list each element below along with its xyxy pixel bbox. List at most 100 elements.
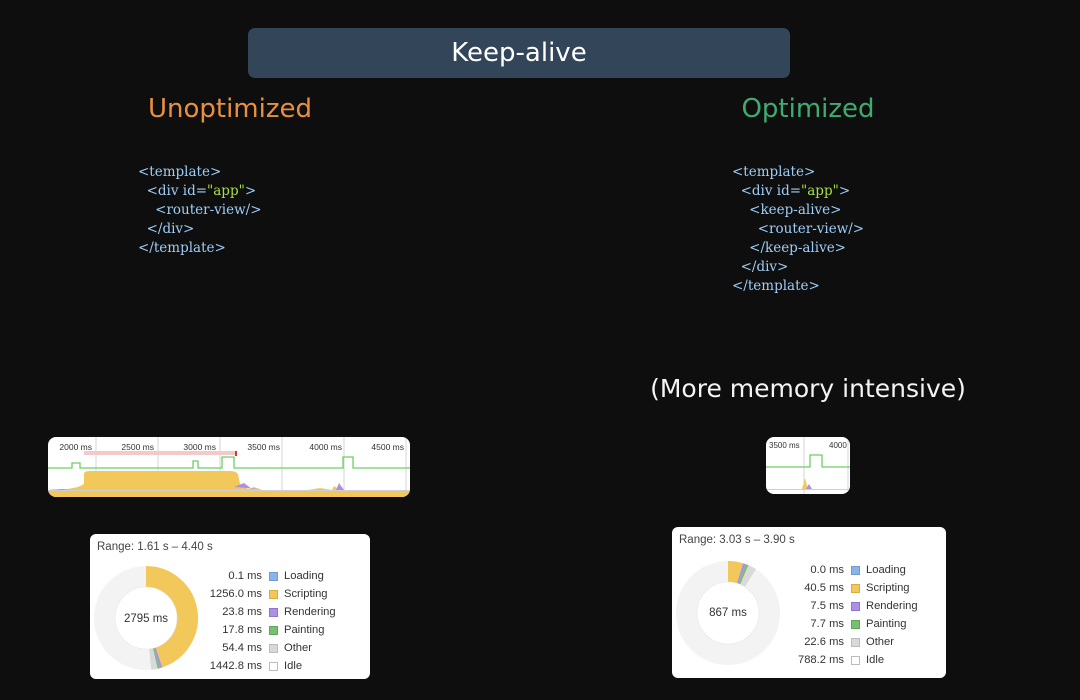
legend-row-rendering: 7.5 ms Rendering bbox=[784, 597, 918, 615]
donut-slice-scripting bbox=[145, 566, 198, 668]
donut-total: 867 ms bbox=[709, 607, 747, 619]
code-line: <template> bbox=[138, 164, 222, 180]
legend-value: 7.5 ms bbox=[810, 600, 844, 612]
donut-total: 2795 ms bbox=[123, 613, 169, 625]
legend-row-loading: 0.1 ms Loading bbox=[202, 567, 336, 585]
unoptimized-heading: Unoptimized bbox=[147, 94, 313, 124]
legend-row-scripting: 40.5 ms Scripting bbox=[784, 579, 918, 597]
legend-row-painting: 17.8 ms Painting bbox=[202, 621, 336, 639]
selection-range-bar bbox=[84, 451, 236, 455]
timeline-tick: 3500 ms bbox=[769, 441, 800, 450]
code-line: <div id= bbox=[138, 183, 208, 199]
legend-value: 7.7 ms bbox=[810, 618, 844, 630]
legend-label: Painting bbox=[866, 618, 907, 630]
donut-chart bbox=[676, 561, 780, 665]
legend-row-other: 22.6 ms Other bbox=[784, 633, 918, 651]
code-line: <router-view/> bbox=[138, 202, 262, 218]
legend-value: 22.6 ms bbox=[804, 636, 844, 648]
donut-hole bbox=[114, 586, 178, 650]
legend-value: 0.1 ms bbox=[228, 570, 262, 582]
timeline-tick: 4000 ms bbox=[309, 442, 342, 452]
timeline-tick: 2500 ms bbox=[121, 442, 154, 452]
legend-value: 23.8 ms bbox=[222, 606, 262, 618]
scripting-swatch bbox=[851, 583, 860, 593]
legend-label: Painting bbox=[284, 624, 325, 636]
donut-slice-scripting bbox=[727, 561, 744, 584]
code-line: </template> bbox=[732, 278, 820, 294]
timeline-tick: 2000 ms bbox=[59, 442, 92, 452]
timeline-unoptimized: 2000 ms 2500 ms 3000 ms 3500 ms 4000 ms … bbox=[48, 437, 410, 497]
code-block-unoptimized: <template> <div id="app"> <router-view/>… bbox=[138, 163, 262, 258]
donut-hole bbox=[696, 581, 760, 645]
legend-value: 1442.8 ms bbox=[209, 660, 262, 672]
legend-label: Other bbox=[866, 636, 894, 648]
code-line: <router-view/> bbox=[732, 221, 865, 237]
other-swatch bbox=[851, 637, 860, 647]
cpu-rendering-area bbox=[48, 489, 70, 490]
timeline-optimized-graphic: 3500 ms 4000 bbox=[766, 437, 850, 494]
painting-swatch bbox=[851, 619, 860, 629]
code-string: "app" bbox=[801, 183, 839, 199]
legend-label: Idle bbox=[284, 660, 303, 672]
cpu-rendering-area bbox=[234, 483, 260, 489]
range-label: Range: 1.61 s – 4.40 s bbox=[97, 541, 213, 553]
timeline-optimized: 3500 ms 4000 bbox=[766, 437, 850, 494]
idle-swatch bbox=[851, 655, 860, 665]
legend-value: 17.8 ms bbox=[222, 624, 262, 636]
donut-slice-rendering bbox=[154, 647, 163, 669]
legend-row-painting: 7.7 ms Painting bbox=[784, 615, 918, 633]
rendering-swatch bbox=[269, 607, 278, 617]
code-line: > bbox=[244, 183, 257, 199]
legend: 0.0 ms Loading 40.5 ms Scripting 7.5 ms Ren… bbox=[784, 561, 918, 669]
code-line: <template> bbox=[732, 164, 816, 180]
rendering-swatch bbox=[851, 601, 860, 611]
painting-swatch bbox=[269, 625, 278, 635]
code-line: </template> bbox=[138, 240, 226, 256]
legend-label: Loading bbox=[284, 570, 324, 582]
legend-value: 54.4 ms bbox=[222, 642, 262, 654]
scripting-swatch bbox=[269, 589, 278, 599]
legend-label: Other bbox=[284, 642, 312, 654]
loading-swatch bbox=[269, 571, 278, 581]
code-line: </div> bbox=[732, 259, 789, 275]
legend-label: Loading bbox=[866, 564, 906, 576]
legend-value: 788.2 ms bbox=[797, 654, 844, 666]
slide-title-bar: Keep-alive bbox=[248, 28, 790, 78]
summary-panel-unoptimized: Range: 1.61 s – 4.40 s 2795 ms 0.1 ms Loa… bbox=[90, 534, 370, 679]
loading-swatch bbox=[851, 565, 860, 575]
donut-slice-other bbox=[148, 648, 158, 670]
legend-row-other: 54.4 ms Other bbox=[202, 639, 336, 657]
donut-slice-other bbox=[739, 565, 756, 587]
code-line: <div id= bbox=[732, 183, 802, 199]
legend-label: Scripting bbox=[866, 582, 910, 594]
fps-line bbox=[766, 454, 850, 468]
donut-chart bbox=[94, 566, 198, 670]
timeline-tick: 3000 ms bbox=[183, 442, 216, 452]
legend-row-loading: 0.0 ms Loading bbox=[784, 561, 918, 579]
slide-title: Keep-alive bbox=[451, 38, 587, 68]
idle-swatch bbox=[269, 661, 278, 671]
code-block-optimized: <template> <div id="app"> <keep-alive> <… bbox=[732, 163, 864, 296]
timeline-tick: 4500 ms bbox=[371, 442, 404, 452]
legend-value: 0.0 ms bbox=[810, 564, 844, 576]
legend-row-rendering: 23.8 ms Rendering bbox=[202, 603, 336, 621]
code-line: </div> bbox=[138, 221, 195, 237]
legend-label: Rendering bbox=[866, 600, 918, 612]
donut-slice-painting bbox=[738, 564, 749, 585]
code-string: "app" bbox=[207, 183, 245, 199]
cpu-scripting-area bbox=[802, 478, 808, 489]
fps-line bbox=[48, 456, 410, 469]
legend-label: Rendering bbox=[284, 606, 336, 618]
code-line: <keep-alive> bbox=[732, 202, 842, 218]
cpu-scripting-area bbox=[48, 471, 410, 497]
legend-value: 1256.0 ms bbox=[209, 588, 262, 600]
legend-row-idle: 1442.8 ms Idle bbox=[202, 657, 336, 675]
legend-value: 40.5 ms bbox=[804, 582, 844, 594]
memory-note: (More memory intensive) bbox=[650, 374, 966, 403]
cpu-rendering-area bbox=[806, 484, 812, 489]
other-swatch bbox=[269, 643, 278, 653]
